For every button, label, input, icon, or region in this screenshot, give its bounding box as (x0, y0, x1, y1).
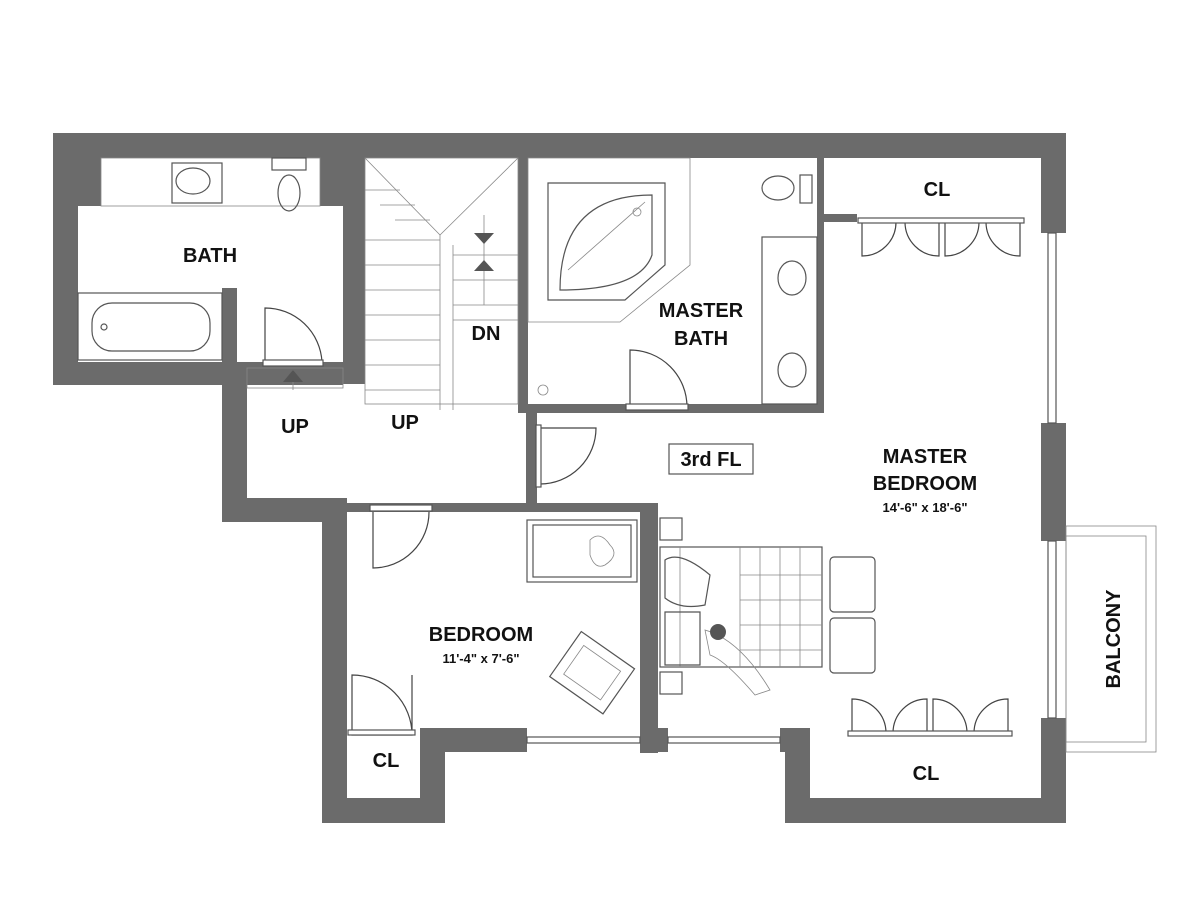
closet-top-right-label: CL (924, 179, 951, 201)
staircase (246, 157, 519, 410)
bedroom-label: BEDROOM (429, 624, 533, 646)
bedroom-furniture (526, 519, 638, 715)
closet-doors-top (857, 217, 1025, 257)
master-bath-fixtures (527, 157, 818, 411)
master-bedroom-label-line1: MASTER (883, 446, 968, 468)
stairs-up-right-label: UP (391, 412, 419, 434)
master-bed (659, 517, 876, 696)
master-bedroom-label-line2: BEDROOM (873, 473, 977, 495)
windows (526, 232, 1057, 744)
stairs-up-left-label: UP (281, 416, 309, 438)
closet-bottom-right-label: CL (913, 763, 940, 785)
bath-label: BATH (183, 245, 237, 267)
walls (53, 133, 1066, 823)
balcony-inner (1065, 535, 1147, 743)
balcony-label: BALCONY (1103, 589, 1125, 689)
closet-doors-bottom (847, 698, 1013, 737)
master-bedroom-size: 14'-6" x 18'-6" (882, 500, 967, 515)
bath-fixtures (77, 157, 324, 367)
floor-tag-box (668, 443, 754, 475)
bedroom-doors (347, 504, 433, 736)
closet-bedroom-label: CL (373, 750, 400, 772)
floor-tag-label: 3rd FL (680, 449, 741, 471)
bedroom-size: 11'-4" x 7'-6" (442, 651, 519, 666)
master-bath-label-line2: BATH (674, 328, 728, 350)
hall-door (535, 424, 597, 488)
master-bath-label-line1: MASTER (659, 300, 744, 322)
stairs-dn-label: DN (472, 323, 501, 345)
